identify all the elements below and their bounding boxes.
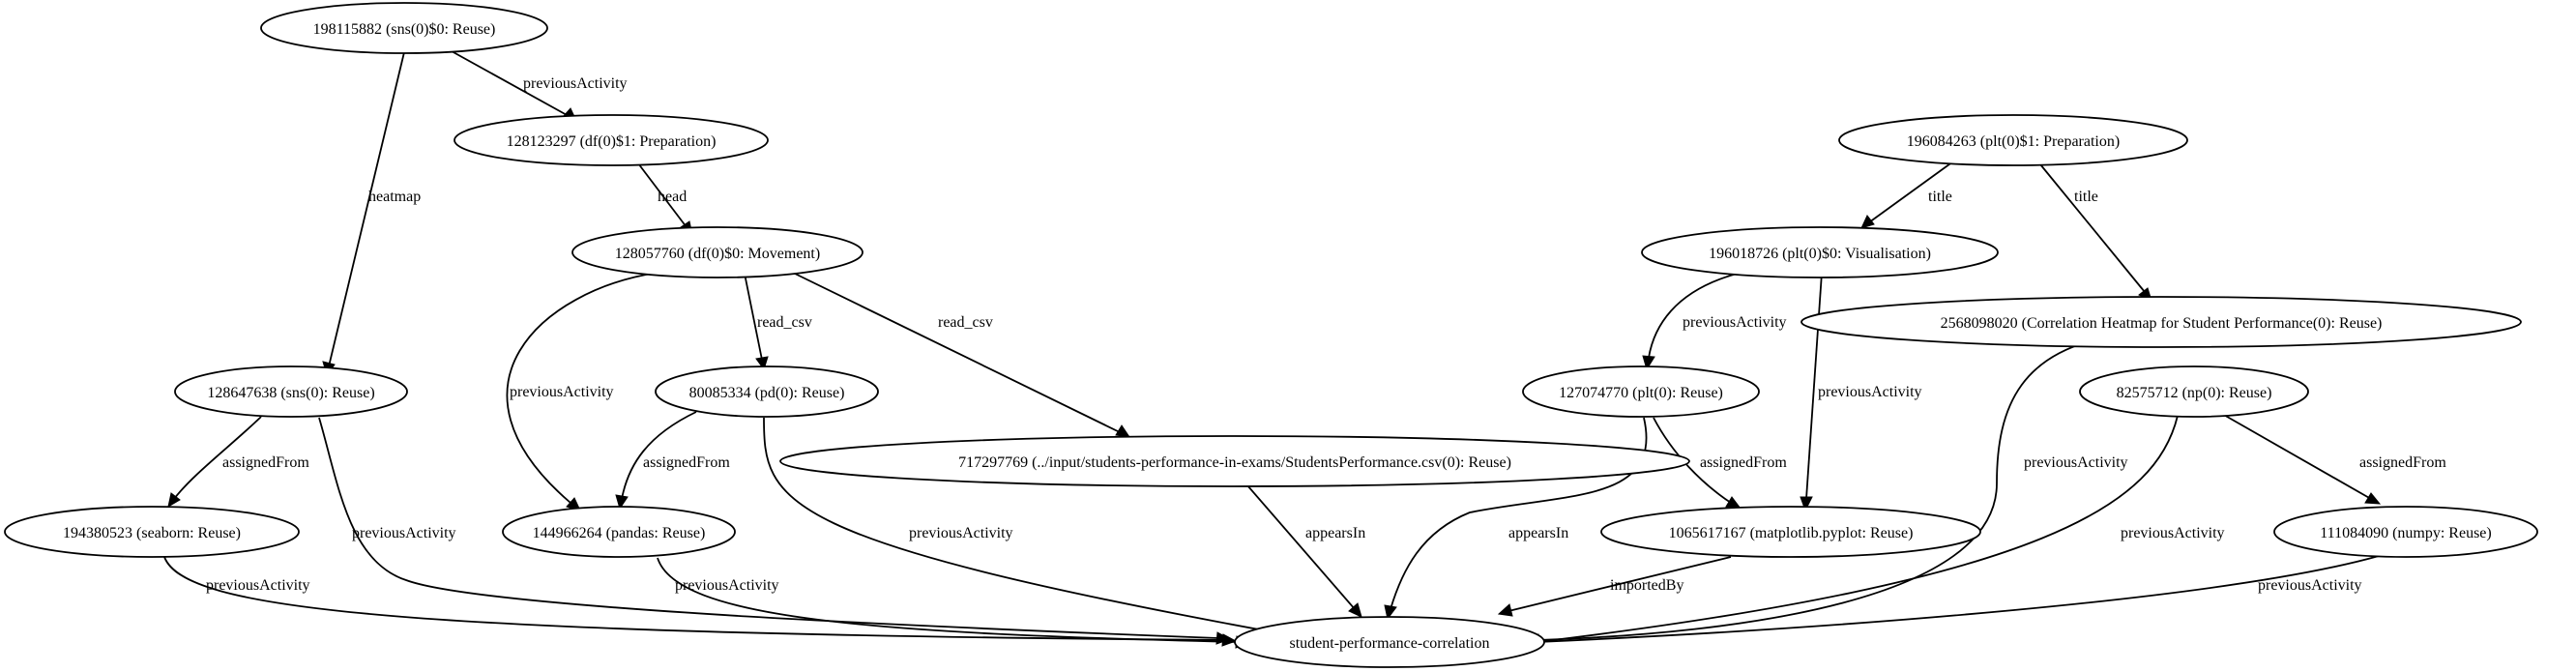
edge-label: previousActivity — [909, 525, 1013, 541]
edge-assignedfrom: assignedFrom — [2221, 413, 2446, 505]
svg-text:196018726 (plt(0)$0: Visualisa: 196018726 (plt(0)$0: Visualisation) — [1709, 246, 1931, 262]
edge-label: previousActivity — [206, 577, 310, 594]
edge-label: head — [658, 189, 687, 205]
edge-label: previousActivity — [2121, 525, 2225, 541]
edge-label: assignedFrom — [222, 454, 309, 471]
node-80085334[interactable]: 80085334 (pd(0): Reuse) — [655, 365, 879, 418]
edge-read-csv: read_csv — [792, 272, 1131, 438]
node-128123297[interactable]: 128123297 (df(0)$1: Preparation) — [454, 114, 769, 166]
svg-text:196084263 (plt(0)$1: Preparati: 196084263 (plt(0)$1: Preparation) — [1907, 133, 2120, 150]
edge-assignedfrom: assignedFrom — [615, 411, 730, 511]
node-111084090[interactable]: 111084090 (numpy: Reuse) — [2273, 506, 2538, 558]
edge-importedby: importedBy — [1497, 556, 1732, 617]
node-127074770[interactable]: 127074770 (plt(0): Reuse) — [1522, 365, 1760, 418]
edge-label: assignedFrom — [1700, 454, 1787, 471]
edge-previousactivity: previousActivity — [657, 557, 1251, 649]
edge-head: head — [637, 162, 693, 237]
node-194380523[interactable]: 194380523 (seaborn: Reuse) — [4, 506, 300, 558]
edge-label: previousActivity — [675, 577, 779, 594]
edge-label: read_csv — [938, 314, 993, 331]
node-196018726[interactable]: 196018726 (plt(0)$0: Visualisation) — [1641, 226, 1999, 278]
svg-text:128123297 (df(0)$1: Preparatio: 128123297 (df(0)$1: Preparation) — [507, 133, 717, 150]
node-717297769[interactable]: 717297769 (../input/students-performance… — [779, 435, 1690, 487]
edge-label: previousActivity — [1818, 384, 1922, 400]
edge-label: appearsIn — [1508, 525, 1568, 541]
svg-text:127074770 (plt(0): Reuse): 127074770 (plt(0): Reuse) — [1559, 385, 1723, 401]
edge-heatmap: heatmap — [322, 51, 421, 377]
edge-previousactivity: previousActivity — [1642, 272, 1787, 371]
edge-previousactivity: previousActivity — [1800, 272, 1922, 512]
edge-label: assignedFrom — [2359, 454, 2446, 471]
svg-text:194380523 (seaborn: Reuse): 194380523 (seaborn: Reuse) — [63, 525, 241, 541]
edge-label: appearsIn — [1305, 525, 1365, 541]
svg-text:80085334 (pd(0): Reuse): 80085334 (pd(0): Reuse) — [689, 385, 845, 401]
node-82575712[interactable]: 82575712 (np(0): Reuse) — [2079, 365, 2309, 418]
edge-label: heatmap — [368, 189, 421, 205]
node-128647638[interactable]: 128647638 (sns(0): Reuse) — [174, 365, 408, 418]
edge-read-csv: read_csv — [744, 273, 812, 371]
edge-label: importedBy — [1610, 577, 1683, 594]
edge-assignedfrom: assignedFrom — [1653, 417, 1787, 510]
edge-label: title — [2074, 189, 2098, 205]
edge-previousactivity: previousActivity — [451, 50, 628, 122]
node-144966264[interactable]: 144966264 (pandas: Reuse) — [502, 506, 736, 558]
node-198115882[interactable]: 198115882 (sns(0)$0: Reuse) — [260, 2, 548, 54]
svg-text:128057760 (df(0)$0: Movement): 128057760 (df(0)$0: Movement) — [615, 246, 820, 262]
svg-text:student-performance-correlatio: student-performance-correlation — [1289, 635, 1489, 652]
edge-label: previousActivity — [1683, 314, 1787, 331]
edge-label: previousActivity — [510, 384, 614, 400]
svg-text:1065617167 (matplotlib.pyplot:: 1065617167 (matplotlib.pyplot: Reuse) — [1669, 525, 1914, 541]
svg-text:111084090 (numpy: Reuse): 111084090 (numpy: Reuse) — [2320, 525, 2491, 541]
svg-text:128647638 (sns(0): Reuse): 128647638 (sns(0): Reuse) — [207, 385, 374, 401]
node-196084263[interactable]: 196084263 (plt(0)$1: Preparation) — [1838, 114, 2188, 166]
edge-label: previousActivity — [2024, 454, 2128, 471]
node-root[interactable]: student-performance-correlation — [1234, 616, 1545, 668]
edge-label: title — [1928, 189, 1952, 205]
edge-title: title — [2039, 163, 2152, 302]
edge-previousactivity: previousActivity — [506, 272, 659, 511]
edge-title: title — [1860, 161, 1954, 229]
edge-label: previousActivity — [352, 525, 456, 541]
edge-appearsin: appearsIn — [1246, 484, 1365, 618]
node-2568098020[interactable]: 2568098020 (Correlation Heatmap for Stud… — [1800, 296, 2522, 348]
edge-label: previousActivity — [2258, 577, 2362, 594]
node-128057760[interactable]: 128057760 (df(0)$0: Movement) — [571, 226, 864, 278]
edge-label: previousActivity — [523, 75, 628, 92]
svg-text:144966264 (pandas: Reuse): 144966264 (pandas: Reuse) — [533, 525, 706, 541]
svg-text:2568098020 (Correlation Heatma: 2568098020 (Correlation Heatmap for Stud… — [1941, 315, 2383, 332]
node-1065617167[interactable]: 1065617167 (matplotlib.pyplot: Reuse) — [1600, 506, 1981, 558]
edge-appearsin: appearsIn — [1384, 417, 1648, 621]
edge-assignedfrom: assignedFrom — [167, 416, 309, 509]
svg-text:198115882 (sns(0)$0: Reuse): 198115882 (sns(0)$0: Reuse) — [313, 21, 496, 38]
edge-previousactivity: previousActivity — [163, 556, 1238, 647]
edge-label: read_csv — [757, 314, 812, 331]
svg-text:717297769 (../input/students-p: 717297769 (../input/students-performance… — [958, 454, 1511, 471]
edge-label: assignedFrom — [643, 454, 730, 471]
svg-text:82575712 (np(0): Reuse): 82575712 (np(0): Reuse) — [2117, 385, 2272, 401]
